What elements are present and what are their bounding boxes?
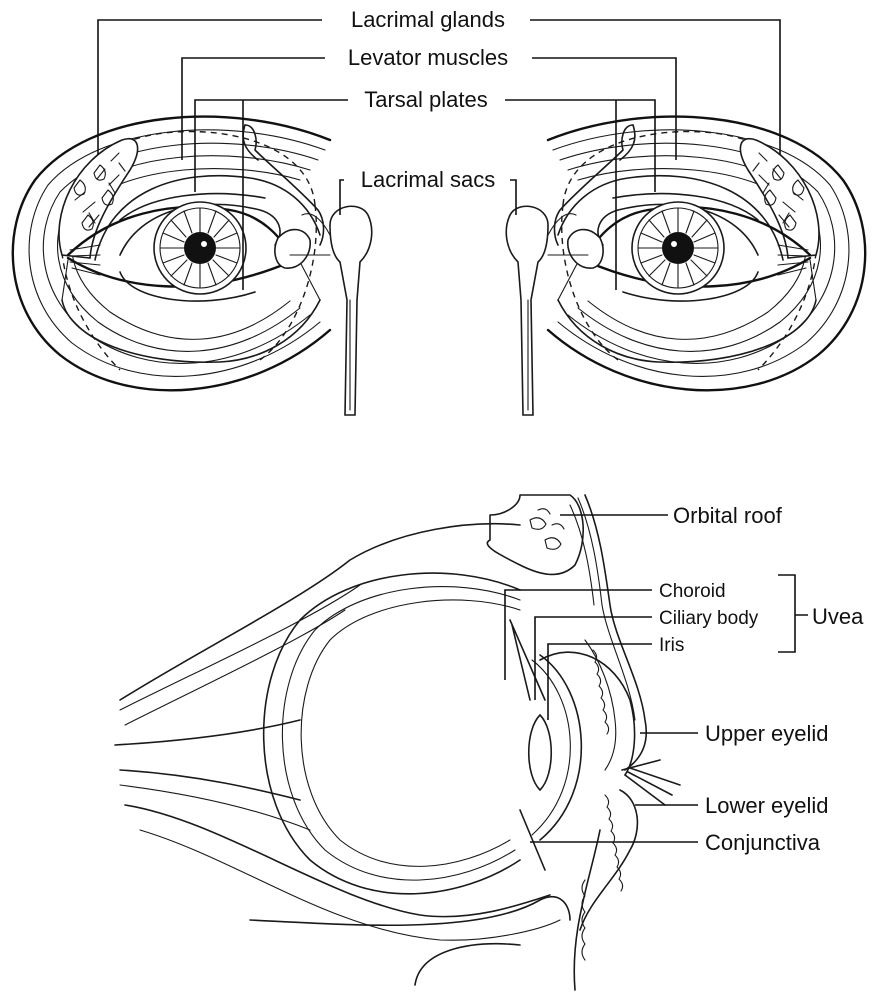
label-upper-eyelid: Upper eyelid <box>705 721 829 746</box>
label-levator-muscles: Levator muscles <box>348 45 508 70</box>
label-ciliary-body: Ciliary body <box>659 608 759 629</box>
label-lacrimal-sacs: Lacrimal sacs <box>361 167 495 192</box>
label-lower-eyelid: Lower eyelid <box>705 793 829 818</box>
label-uvea: Uvea <box>812 604 864 629</box>
eye-sagittal-section <box>115 495 680 990</box>
label-orbital-roof: Orbital roof <box>673 503 783 528</box>
right-eye-front-view <box>506 117 865 415</box>
label-lacrimal-glands: Lacrimal glands <box>351 7 505 32</box>
uvea-bracket <box>778 575 808 652</box>
label-choroid: Choroid <box>659 581 726 602</box>
left-eye-front-view <box>13 117 372 415</box>
label-tarsal-plates: Tarsal plates <box>364 87 488 112</box>
label-conjunctiva: Conjunctiva <box>705 830 821 855</box>
label-iris: Iris <box>659 635 684 656</box>
